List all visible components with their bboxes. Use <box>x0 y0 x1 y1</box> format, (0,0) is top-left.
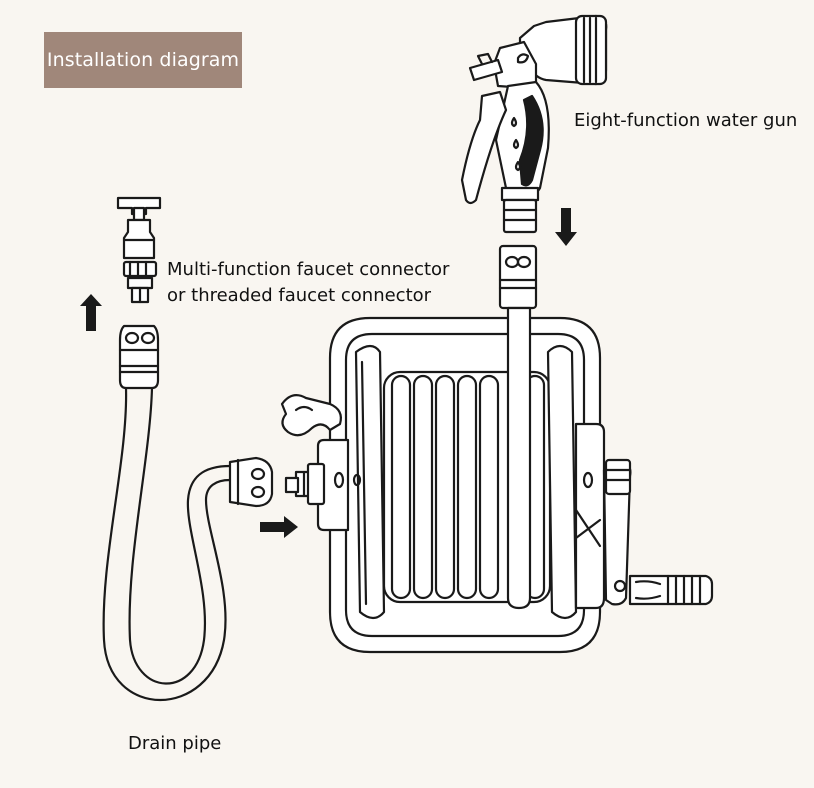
water-gun-trigger <box>460 90 508 205</box>
reel-outlet-hose-tube <box>506 306 532 610</box>
reel-outlet-connector <box>498 244 538 310</box>
reel-crank-knob <box>604 458 632 496</box>
reel-hose-clip <box>280 393 342 437</box>
water-gun-lever <box>468 58 504 82</box>
faucet-connector-label-line2: or threaded faucet connector <box>167 285 432 306</box>
drain-pipe <box>102 324 274 701</box>
reel-crank-pivot <box>613 579 627 593</box>
drain-pipe-label: Drain pipe <box>128 733 222 754</box>
faucet-valve-handle <box>116 196 162 216</box>
arrow-right-icon <box>260 516 298 538</box>
reel-bolt-right <box>582 471 594 489</box>
reel-left-plate-rim <box>360 360 368 606</box>
water-gun-logo-icon <box>516 53 530 64</box>
arrow-down-icon <box>555 208 577 246</box>
reel-bolt-left <box>333 471 345 489</box>
reel-left-bracket <box>316 438 350 532</box>
drain-pipe-hose <box>102 386 232 701</box>
hose-reel <box>280 316 714 654</box>
water-gun <box>460 14 608 234</box>
reel-frame-inner <box>344 332 586 638</box>
reel-outlet-hose <box>498 244 538 610</box>
faucet-connector <box>116 196 162 304</box>
reel-right-bracket-brace <box>574 508 602 548</box>
faucet-connector-label: Multi-function faucet connector or threa… <box>167 257 449 309</box>
title-badge: Installation diagram <box>44 32 242 88</box>
arrow-up-icon <box>80 294 102 331</box>
reel-right-bracket <box>574 422 606 610</box>
water-gun-outlet <box>500 186 540 202</box>
water-gun-label: Eight-function water gun <box>574 110 798 131</box>
reel-bolt-right-2 <box>352 473 362 487</box>
drain-pipe-end-connector <box>228 456 274 508</box>
diagram-title: Installation diagram <box>46 49 240 71</box>
faucet-connector-label-line1: Multi-function faucet connector <box>167 259 450 280</box>
reel-inlet-connector <box>284 462 326 506</box>
reel-right-plate <box>546 344 578 620</box>
water-gun-grip-pad <box>518 94 544 187</box>
